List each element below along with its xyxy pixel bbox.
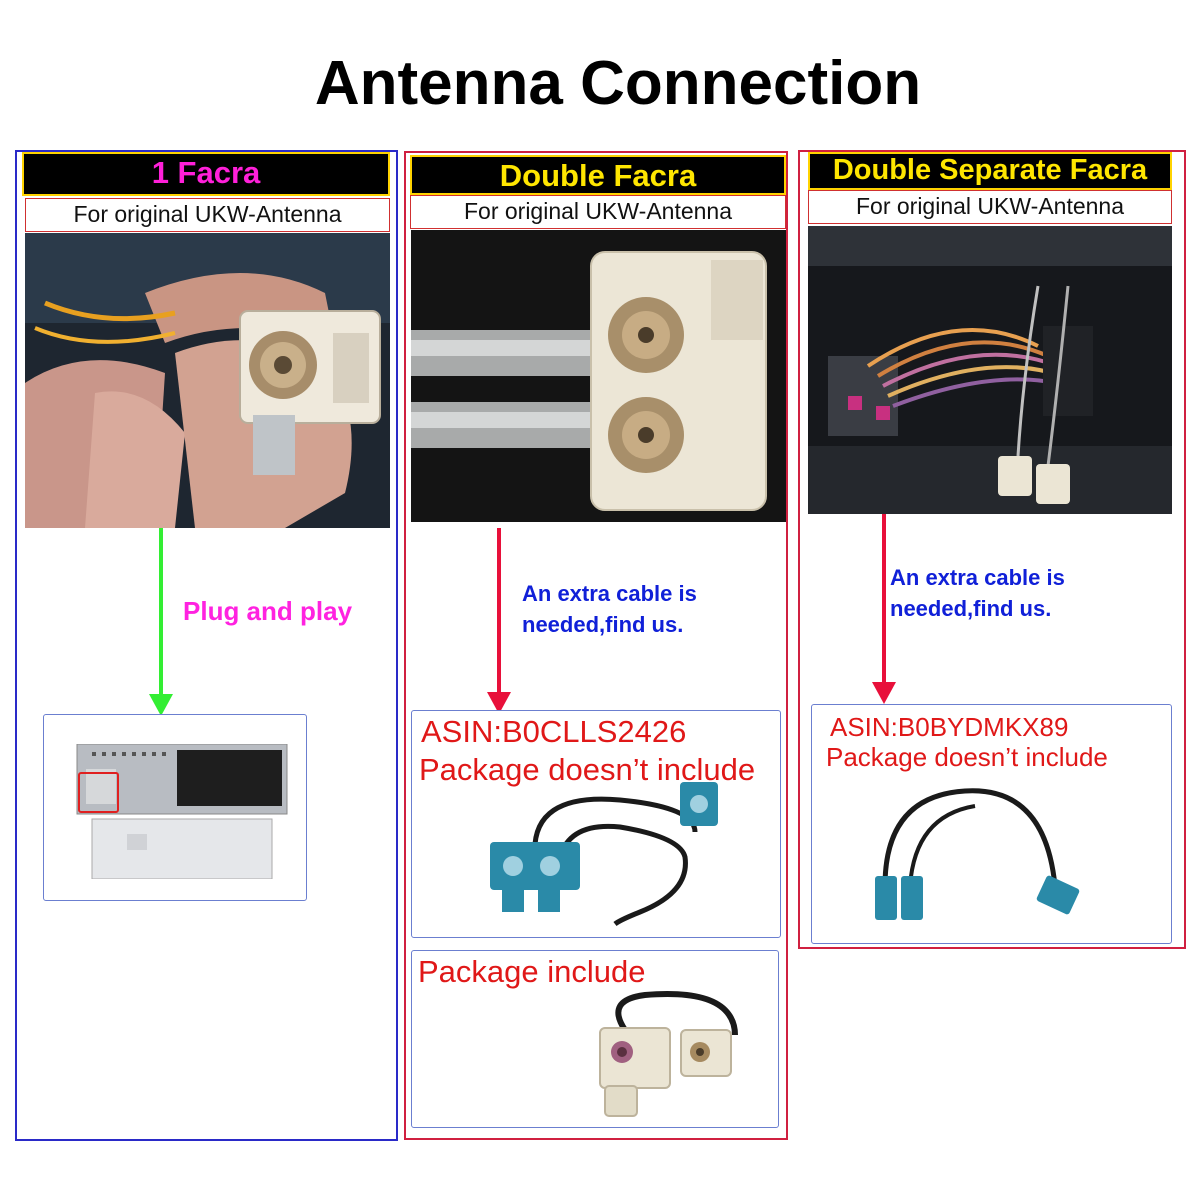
double-facra-cable-image: [490, 782, 718, 927]
extra-cable-note-line1: An extra cable is: [522, 581, 697, 606]
green-down-arrow: [149, 528, 173, 716]
asin-card-double[interactable]: [411, 710, 781, 938]
asin-separate: ASIN:B0BYDMKX89: [830, 712, 1069, 742]
asin-double: ASIN:B0CLLS2426: [421, 714, 687, 749]
extra-cable-note-double: An extra cable is needed,find us.: [522, 578, 762, 640]
subheading-1-facra: For original UKW-Antenna: [25, 198, 390, 232]
single-facra-connector-photo: [25, 233, 390, 528]
page-title: Antenna Connection: [314, 49, 922, 118]
heading-1-facra: 1 Facra: [22, 152, 390, 196]
subheading-double-separate-facra: For original UKW-Antenna: [808, 190, 1172, 224]
panel-double-facra: [404, 151, 788, 1140]
red-down-arrow-separate: [872, 514, 896, 704]
package-not-included-separate: Package doesn’t include: [826, 742, 1108, 772]
extra-cable-note-line2: needed,find us.: [522, 612, 684, 637]
panel-1-facra: [15, 150, 398, 1141]
extra-cable-note-separate: An extra cable is needed,find us.: [890, 562, 1150, 624]
subheading-double-facra: For original UKW-Antenna: [410, 195, 786, 229]
package-include-label: Package include: [418, 954, 646, 989]
plug-and-play-note: Plug and play: [183, 596, 353, 626]
heading-double-separate-facra: Double Separate Facra: [808, 152, 1172, 190]
panel-double-separate-facra: [798, 150, 1186, 949]
double-facra-connector-photo: [411, 230, 786, 522]
package-not-included-double: Package doesn’t include: [419, 752, 756, 787]
double-separate-cable-image: [875, 788, 1080, 920]
head-unit-photo: [72, 744, 292, 879]
double-separate-facra-photo: [808, 226, 1172, 514]
included-adapter-image: [599, 991, 738, 1117]
red-down-arrow-double: [487, 528, 511, 714]
extra-cable-note-line2: needed,find us.: [890, 596, 1052, 621]
extra-cable-note-line1: An extra cable is: [890, 565, 1065, 590]
facra-port-highlight: [78, 772, 119, 813]
heading-double-facra: Double Facra: [410, 155, 786, 195]
asin-card-separate[interactable]: [811, 704, 1172, 944]
